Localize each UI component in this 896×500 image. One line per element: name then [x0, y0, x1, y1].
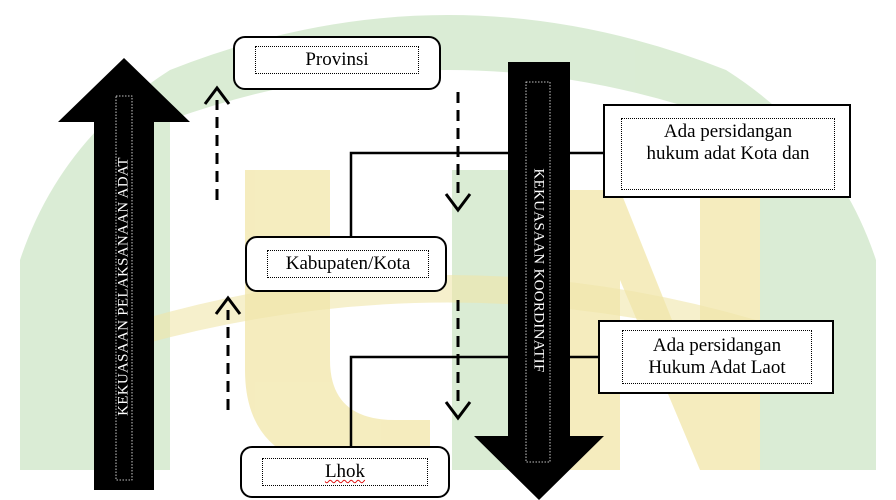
level-box-provinsi-inner: Provinsi — [255, 46, 419, 74]
note-box-bottom: Ada persidangan Hukum Adat Laot — [598, 320, 834, 394]
dashed-arrow-up-top-head — [203, 85, 231, 105]
level-box-provinsi: Provinsi — [233, 36, 441, 90]
watermark-band — [140, 275, 756, 345]
connector-bottom — [349, 355, 604, 450]
level-label-provinsi: Provinsi — [305, 49, 369, 70]
level-box-lhok-inner: Lhok — [262, 458, 428, 486]
level-label-lhok: Lhok — [324, 461, 366, 482]
connector-top — [349, 151, 604, 240]
watermark-letter-u — [245, 170, 430, 470]
note-bottom-line-1: Ada persidangan — [652, 335, 782, 356]
level-box-kabupaten-kota: Kabupaten/Kota — [245, 236, 447, 292]
left-arrow-label-frame — [115, 95, 133, 481]
note-top-line-2: hukum adat Kota dan — [646, 143, 810, 164]
right-arrow-label-frame — [525, 81, 551, 463]
note-box-top-inner: Ada persidangan hukum adat Kota dan — [621, 118, 835, 190]
dashed-arrow-up-bottom-head — [214, 295, 242, 315]
dashed-arrow-down-top-head — [444, 193, 472, 213]
right-power-arrow — [474, 62, 604, 500]
left-arrow-label: KEKUASAAN PELAKSANAAN ADAT — [115, 157, 132, 416]
right-arrow-label: KEKUASAAN KOORDINATIF — [530, 168, 547, 373]
watermark-letter-i — [452, 170, 512, 470]
note-box-bottom-inner: Ada persidangan Hukum Adat Laot — [622, 330, 812, 384]
note-top-line-1: Ada persidangan — [663, 121, 793, 142]
level-box-lhok: Lhok — [240, 446, 450, 498]
dashed-arrow-down-bottom-head — [444, 401, 472, 421]
note-bottom-line-2: Hukum Adat Laot — [648, 357, 786, 378]
note-box-top: Ada persidangan hukum adat Kota dan — [603, 104, 851, 198]
left-power-arrow — [58, 58, 190, 490]
level-box-kabupaten-kota-inner: Kabupaten/Kota — [267, 250, 429, 278]
level-label-kabupaten-kota: Kabupaten/Kota — [285, 253, 411, 274]
